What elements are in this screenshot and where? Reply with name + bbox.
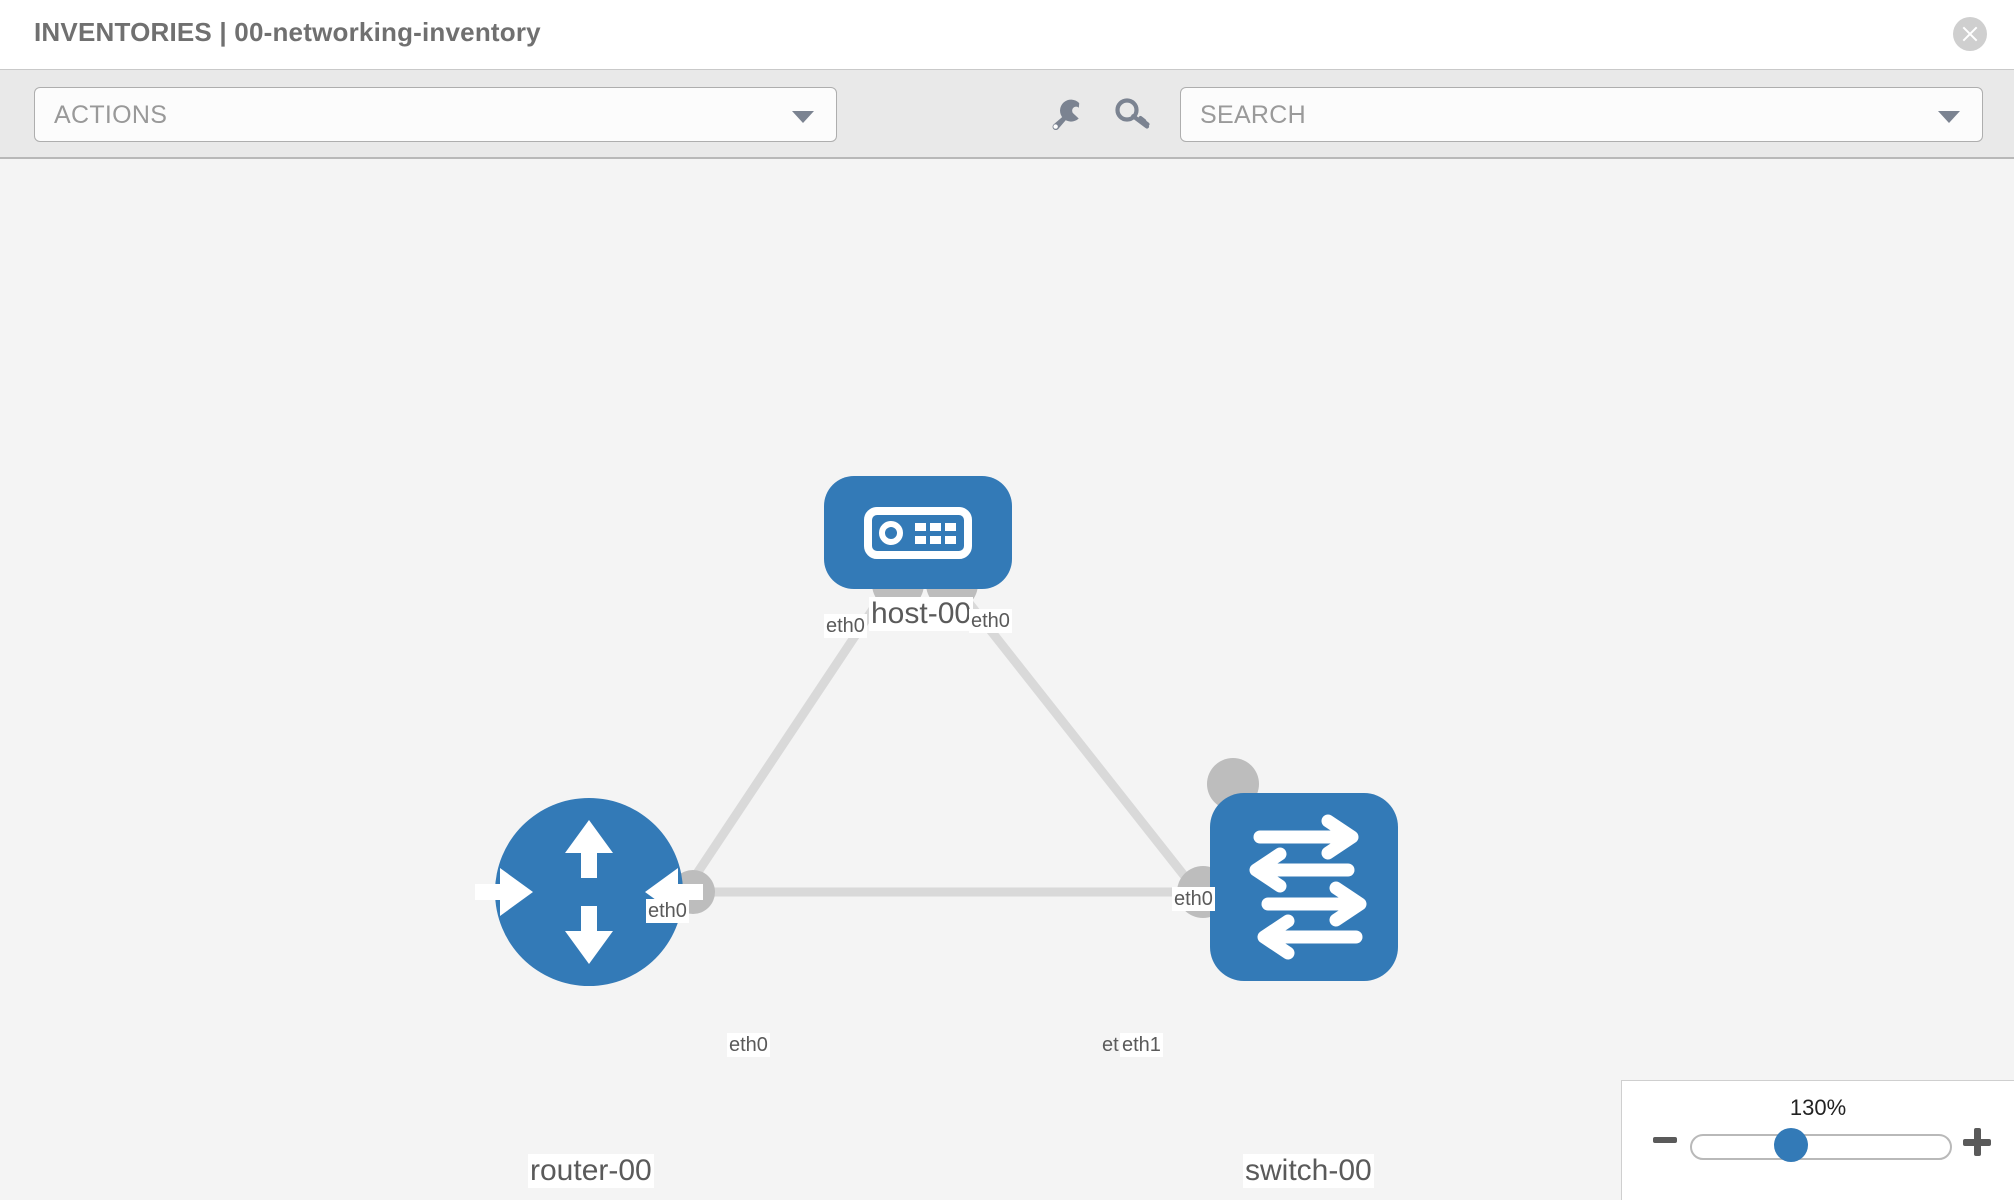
topology-canvas[interactable]: host-00 router-00 switch-00 eth0 eth0 et… <box>0 159 2014 1200</box>
interface-label: eth1 <box>1120 1033 1163 1057</box>
minus-icon[interactable] <box>1652 1127 1678 1153</box>
actions-dropdown-label: ACTIONS <box>54 101 168 129</box>
node-label-host-00: host-00 <box>869 597 974 631</box>
interface-label: eth0 <box>727 1033 770 1057</box>
node-label-switch-00: switch-00 <box>1243 1154 1374 1188</box>
search-placeholder: SEARCH <box>1200 101 1306 129</box>
node-switch-00[interactable] <box>1210 793 1398 981</box>
zoom-slider-thumb[interactable] <box>1774 1128 1808 1162</box>
actions-dropdown[interactable]: ACTIONS <box>34 87 837 142</box>
node-label-router-00: router-00 <box>528 1154 654 1188</box>
close-icon[interactable] <box>1953 17 1987 51</box>
zoom-control: 130% <box>1621 1080 2014 1200</box>
interface-label: eth0 <box>824 614 867 638</box>
wrench-icon[interactable] <box>1046 96 1086 134</box>
toolbar: ACTIONS SEARCH <box>0 70 2014 159</box>
key-icon[interactable] <box>1113 96 1153 134</box>
interface-label: eth0 <box>646 899 689 923</box>
page-title: INVENTORIES | 00-networking-inventory <box>34 17 541 47</box>
interface-label: eth0 <box>969 609 1012 633</box>
search-input[interactable]: SEARCH <box>1180 87 1983 142</box>
topology-graph <box>475 476 1398 986</box>
plus-icon[interactable] <box>1962 1127 1992 1157</box>
chevron-down-icon[interactable] <box>1938 111 1960 123</box>
zoom-percent-label: 130% <box>1789 1095 1847 1120</box>
node-router-00[interactable] <box>475 798 703 986</box>
link-group <box>636 576 1254 962</box>
interface-label: eth0 <box>1172 887 1215 911</box>
zoom-slider[interactable] <box>1690 1134 1952 1160</box>
chevron-down-icon <box>792 111 814 123</box>
node-host-00[interactable] <box>824 476 1012 589</box>
page-header: INVENTORIES | 00-networking-inventory <box>0 0 2014 70</box>
